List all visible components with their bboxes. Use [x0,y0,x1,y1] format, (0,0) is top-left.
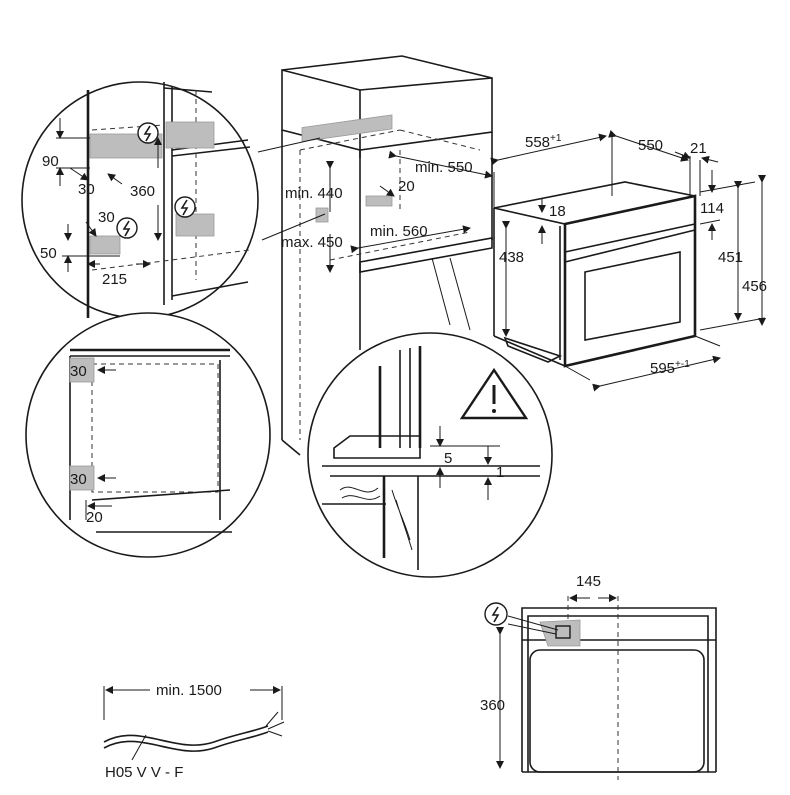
label-360a: 360 [130,183,155,200]
detail-circle-top-left [21,81,259,319]
supply-zone-top [301,114,393,143]
label-18: 18 [549,203,566,220]
label-1: 1 [496,464,504,481]
label-438: 438 [499,249,524,266]
label-456: 456 [742,278,767,295]
oven-drawing [490,129,766,392]
label-360b: 360 [480,697,505,714]
label-min550: min. 550 [415,159,473,176]
label-21: 21 [690,140,707,157]
label-50: 50 [40,245,57,262]
supply-zone-lower-right [175,213,215,237]
label-min560: min. 560 [370,223,428,240]
supply-zone-lower [89,235,121,255]
clearance-top [69,357,95,383]
label-595: 595+-1 [650,359,690,377]
label-30b: 30 [98,209,115,226]
label-min1500: min. 1500 [156,682,222,699]
front-view-drawing [484,594,717,780]
detail-circle-middle-right [307,332,553,578]
label-5: 5 [444,450,452,467]
supply-zone-front [539,619,581,647]
electric-hazard-icon [174,196,196,218]
label-215: 215 [102,271,127,288]
detail-circle-middle-left [25,312,271,558]
cable-drawing [103,686,285,761]
supply-zone-mid [365,195,393,207]
label-90: 90 [42,153,59,170]
label-114: 114 [700,200,724,217]
label-cable: H05 V V - F [105,764,183,781]
warning-triangle-icon [459,367,529,420]
label-550: 550 [638,137,663,154]
electric-hazard-icon [116,217,138,239]
supply-zone-upper-right [165,121,215,149]
label-451: 451 [718,249,743,266]
label-30a: 30 [78,181,95,198]
label-20a: 20 [398,178,415,195]
electric-hazard-icon [484,602,508,626]
clearance-bottom [69,465,95,491]
label-min440: min. 440 [285,185,343,202]
label-558: 558+1 [525,133,562,151]
label-30d: 30 [70,471,87,488]
cabinet-drawing [257,55,493,456]
electric-hazard-icon [137,122,159,144]
label-20b: 20 [86,509,103,526]
label-30c: 30 [70,363,87,380]
label-max450: max. 450 [281,234,343,251]
label-145: 145 [576,573,601,590]
